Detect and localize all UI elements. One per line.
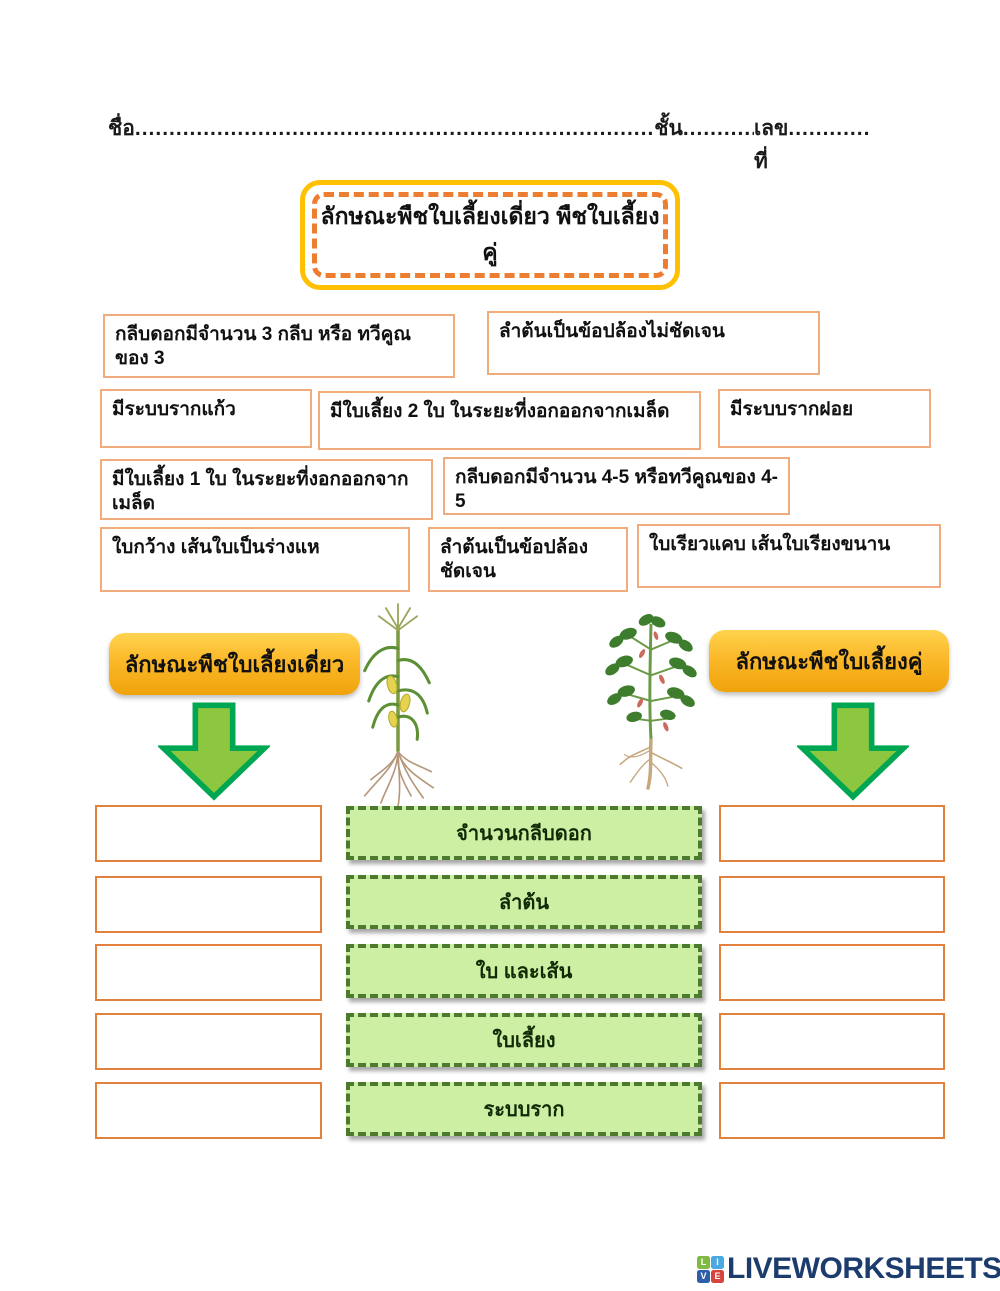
row-label-stem: ลำต้น (346, 875, 702, 929)
page-title: ลักษณะพืชใบเลี้ยงเดี่ยว พืชใบเลี้ยงคู่ (312, 192, 668, 278)
answer-slot-monocot-stem[interactable] (95, 876, 322, 933)
row-label-petal-count: จำนวนกลีบดอก (346, 806, 702, 860)
statement-taproot[interactable]: มีระบบรากแก้ว (100, 389, 312, 448)
answer-slot-dicot-petals[interactable] (719, 805, 945, 862)
liveworksheets-logo[interactable]: L I V E LIVEWORKSHEETS (697, 1248, 1000, 1290)
statement-stem-nodes-unclear[interactable]: ลำต้นเป็นข้อปล้องไม่ชัดเจน (487, 311, 820, 375)
statement-one-cotyledon[interactable]: มีใบเลี้ยง 1 ใบ ในระยะที่งอกออกจากเมล็ด (100, 459, 433, 520)
statement-broad-leaf-net-veins[interactable]: ใบกว้าง เส้นใบเป็นร่างแห (100, 527, 410, 592)
statement-stem-nodes-clear[interactable]: ลำต้นเป็นข้อปล้องชัดเจน (428, 527, 628, 592)
right-down-arrow-icon (795, 698, 911, 804)
answer-slot-monocot-cotyledon[interactable] (95, 1013, 322, 1070)
logo-square-i: I (711, 1255, 724, 1269)
statement-petals-3[interactable]: กลีบดอกมีจำนวน 3 กลีบ หรือ ทวีคูณของ 3 (103, 314, 455, 378)
answer-slot-monocot-leaf[interactable] (95, 944, 322, 1001)
logo-square-l: L (697, 1255, 710, 1269)
name-label: ชื่อ (108, 117, 135, 140)
monocot-corn-plant-image (352, 598, 444, 810)
answer-slot-dicot-leaf[interactable] (719, 944, 945, 1001)
row-label-leaf-veins: ใบ และเส้น (346, 944, 702, 998)
logo-square-e: E (711, 1269, 724, 1283)
answer-slot-monocot-root[interactable] (95, 1082, 322, 1139)
answer-slot-dicot-stem[interactable] (719, 876, 945, 933)
corn-plant-icon (363, 603, 435, 807)
liveworksheets-logo-icon: L I V E (697, 1255, 724, 1283)
category-label-dicot-text: ลักษณะพืชใบเลี้ยงคู่ (735, 648, 923, 674)
category-label-monocot-text: ลักษณะพืชใบเลี้ยงเดี่ยว (124, 651, 345, 677)
liveworksheets-logo-text: LIVEWORKSHEETS (727, 1252, 1000, 1285)
category-label-monocot: ลักษณะพืชใบเลี้ยงเดี่ยว (109, 633, 360, 695)
title-box: ลักษณะพืชใบเลี้ยงเดี่ยว พืชใบเลี้ยงคู่ (300, 180, 680, 290)
left-down-arrow-icon (156, 698, 272, 804)
row-label-root-system: ระบบราก (346, 1082, 702, 1136)
number-blank-line[interactable]: ........................................… (788, 117, 868, 140)
dicot-bean-plant-image (596, 608, 706, 796)
statement-fibrous-root[interactable]: มีระบบรากฝอย (718, 389, 931, 448)
number-label: เลขที่ (753, 117, 789, 173)
name-blank-line[interactable]: ........................................… (134, 117, 655, 140)
bean-plant-icon (605, 614, 697, 790)
class-label: ชั้น (654, 117, 683, 140)
row-label-cotyledon: ใบเลี้ยง (346, 1013, 702, 1067)
class-blank-line[interactable]: ........................................ (682, 117, 754, 140)
statement-two-cotyledons[interactable]: มีใบเลี้ยง 2 ใบ ในระยะที่งอกออกจากเมล็ด (318, 391, 701, 450)
answer-slot-dicot-cotyledon[interactable] (719, 1013, 945, 1070)
statement-narrow-leaf-parallel-veins[interactable]: ใบเรียวแคบ เส้นใบเรียงขนาน (637, 524, 941, 588)
answer-slot-dicot-root[interactable] (719, 1082, 945, 1139)
header-fill-line: ชื่อ....................................… (108, 112, 868, 173)
logo-square-v: V (697, 1269, 710, 1283)
statement-petals-4-5[interactable]: กลีบดอกมีจำนวน 4-5 หรือทวีคูณของ 4-5 (443, 457, 790, 515)
category-label-dicot: ลักษณะพืชใบเลี้ยงคู่ (709, 630, 949, 692)
answer-slot-monocot-petals[interactable] (95, 805, 322, 862)
